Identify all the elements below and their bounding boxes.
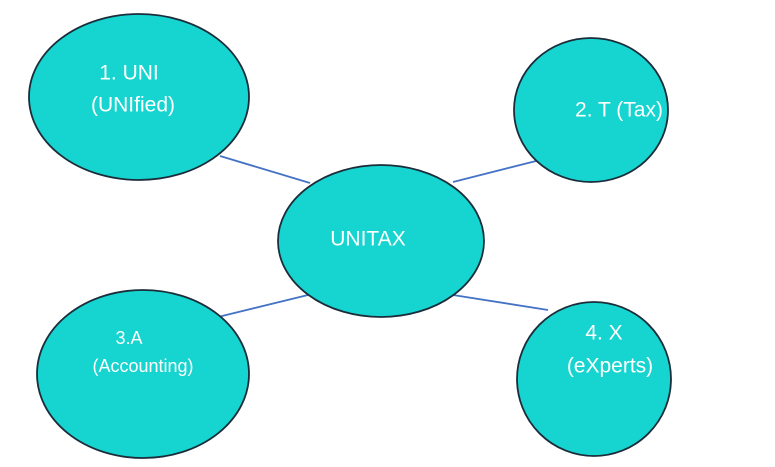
node-unified: 1. UNI (UNIfied) <box>28 13 250 181</box>
node-tax-line1: 2. T (Tax) <box>575 99 663 122</box>
node-unified-line1: 1. UNI <box>99 62 159 85</box>
node-tax: 2. T (Tax) <box>513 37 669 183</box>
node-accounting-line2: (Accounting) <box>92 356 193 376</box>
node-experts: 4. X (eXperts) <box>516 301 672 457</box>
node-experts-shape <box>516 301 672 457</box>
edge-center-to-accounting <box>217 294 309 318</box>
node-accounting: 3.A (Accounting) <box>36 289 250 459</box>
node-accounting-line1: 3.A <box>115 328 142 348</box>
node-center-label: UNITAX <box>330 228 405 251</box>
node-accounting-shape <box>36 289 250 459</box>
node-experts-line2: (eXperts) <box>567 355 653 378</box>
edge-center-to-tax <box>452 157 549 183</box>
node-unified-shape <box>28 13 250 181</box>
node-center: UNITAX <box>277 164 485 318</box>
edge-center-to-experts <box>452 294 549 311</box>
node-center-shape <box>277 164 485 318</box>
node-experts-line1: 4. X <box>585 322 622 345</box>
edge-center-to-unified <box>219 155 311 184</box>
node-tax-shape <box>513 37 669 183</box>
node-unified-line2: (UNIfied) <box>91 94 175 117</box>
